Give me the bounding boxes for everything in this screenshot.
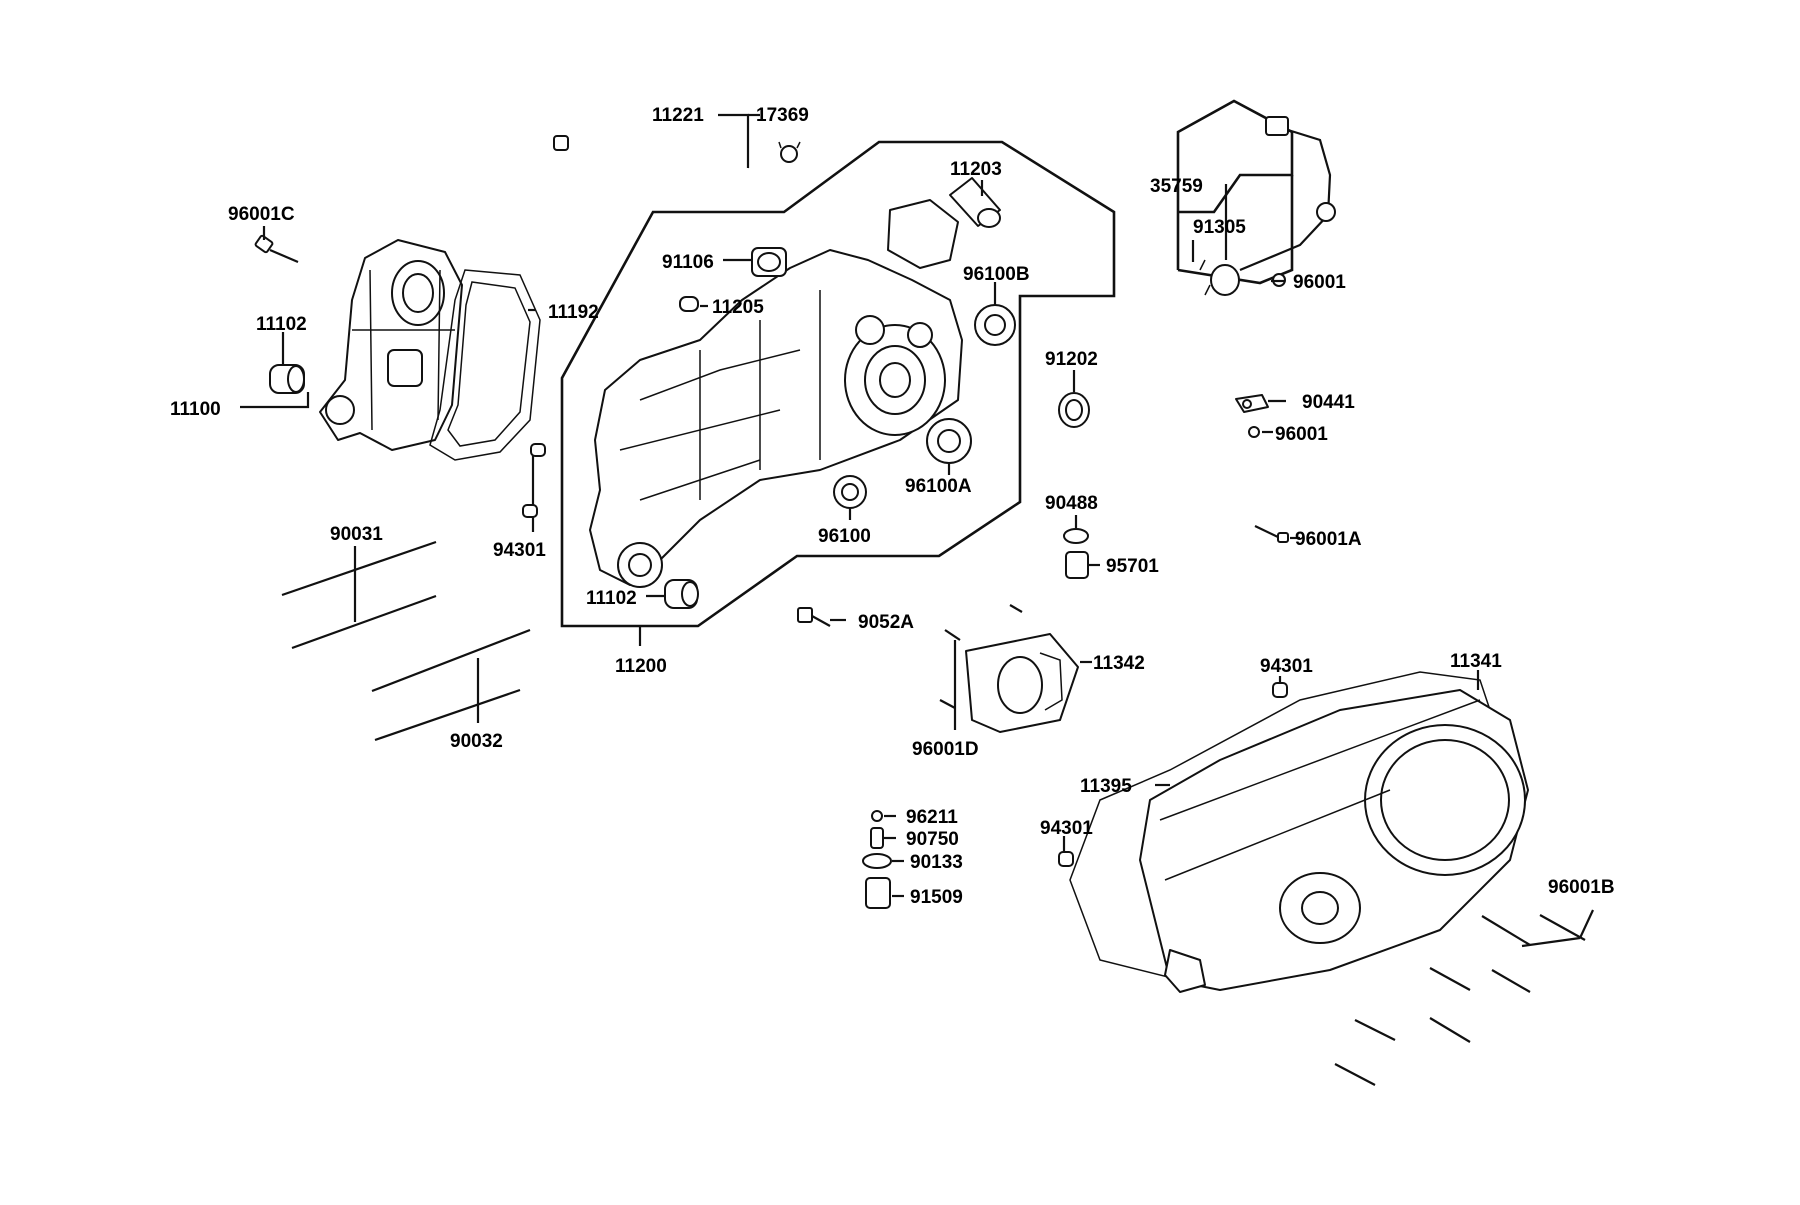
label-11102-bottom: 11102	[586, 588, 637, 609]
bearing-96100a-part	[926, 418, 972, 464]
label-11341: 11341	[1450, 651, 1502, 672]
bolt-96001d-part	[939, 604, 1023, 709]
label-90750: 90750	[906, 829, 959, 850]
label-90031: 90031	[330, 524, 383, 545]
label-11200: 11200	[615, 656, 667, 677]
crankcase-group-frame	[560, 140, 1116, 628]
label-96001c: 96001C	[228, 204, 295, 225]
plug-11205-part	[679, 296, 699, 312]
small-bolt-mid-part	[1248, 426, 1260, 438]
label-90032: 90032	[450, 731, 503, 752]
label-96001a: 96001A	[1295, 529, 1362, 550]
label-91305: 91305	[1193, 217, 1246, 238]
bearing-96100b-part	[974, 304, 1016, 346]
stud-bolt-90032-part	[371, 628, 531, 742]
label-11102-top: 11102	[256, 314, 307, 335]
bearing-96100-part	[833, 475, 867, 509]
dowel-94301-right-top-part	[1272, 682, 1288, 698]
label-96001-top: 96001	[1293, 272, 1346, 293]
label-96211: 96211	[906, 807, 958, 828]
label-96100: 96100	[818, 526, 871, 547]
label-96001-mid: 96001	[1275, 424, 1328, 445]
ball-96211-part	[871, 810, 883, 822]
oil-pipe-part	[1199, 116, 1336, 296]
label-96001d: 96001D	[912, 739, 979, 760]
label-95701: 95701	[1106, 556, 1159, 577]
left-crankcase-part	[319, 239, 463, 451]
stud-bolt-90031-part	[281, 540, 437, 650]
label-11342: 11342	[1093, 653, 1145, 674]
label-91509: 91509	[910, 887, 963, 908]
leader-lines	[240, 113, 1594, 948]
bushing-bottom-part	[664, 579, 699, 609]
transmission-cover-part	[1139, 689, 1529, 993]
label-17369: 17369	[756, 105, 809, 126]
label-9052a: 9052A	[858, 612, 914, 633]
label-91106: 91106	[662, 252, 714, 273]
spring-90750-part	[870, 827, 884, 849]
screw-plug-91509-part	[865, 877, 891, 909]
drain-bolt-95701-part	[1065, 551, 1089, 579]
dowel-pin-part	[949, 177, 1001, 228]
bolt-96001a-part	[1254, 525, 1289, 543]
label-35759: 35759	[1150, 176, 1203, 197]
right-crankcase-part	[589, 199, 963, 588]
crankcase-gasket-part	[429, 269, 541, 461]
hose-clip-part	[778, 141, 801, 163]
label-11205: 11205	[712, 297, 764, 318]
bushing-top-part	[269, 364, 305, 394]
label-96100a: 96100A	[905, 476, 972, 497]
label-94301-right-top: 94301	[1260, 656, 1313, 677]
label-96001b: 96001B	[1548, 877, 1615, 898]
label-11192: 11192	[548, 302, 599, 323]
dowel-94301-right-mid-part	[1058, 851, 1074, 867]
washer-90488-part	[1063, 528, 1089, 544]
label-11100: 11100	[170, 399, 221, 420]
clamp-90441-part	[1235, 394, 1269, 413]
label-90488: 90488	[1045, 493, 1098, 514]
label-94301-right-mid: 94301	[1040, 818, 1093, 839]
label-94301-left: 94301	[493, 540, 546, 561]
screw-9052a-part	[797, 607, 831, 627]
oil-seal-91202-part	[1058, 392, 1090, 428]
label-11221: 11221	[652, 105, 704, 126]
bolt-96001c-part	[254, 234, 299, 264]
bolt-96001b-part	[1334, 914, 1586, 1086]
dowel-94301-left-part	[522, 443, 546, 518]
oil-hose-part	[553, 130, 749, 181]
label-96100b: 96100B	[963, 264, 1030, 285]
label-90441: 90441	[1302, 392, 1355, 413]
label-11203: 11203	[950, 159, 1002, 180]
needle-bearing-part	[751, 247, 787, 277]
label-91202: 91202	[1045, 349, 1098, 370]
washer-90133-part	[862, 853, 892, 869]
part-labels: 11221 17369 11203 96001C 91106 11205 961…	[170, 105, 1615, 908]
cover-plate-11342-part	[965, 633, 1079, 733]
label-11395: 11395	[1080, 776, 1132, 797]
label-90133: 90133	[910, 852, 963, 873]
